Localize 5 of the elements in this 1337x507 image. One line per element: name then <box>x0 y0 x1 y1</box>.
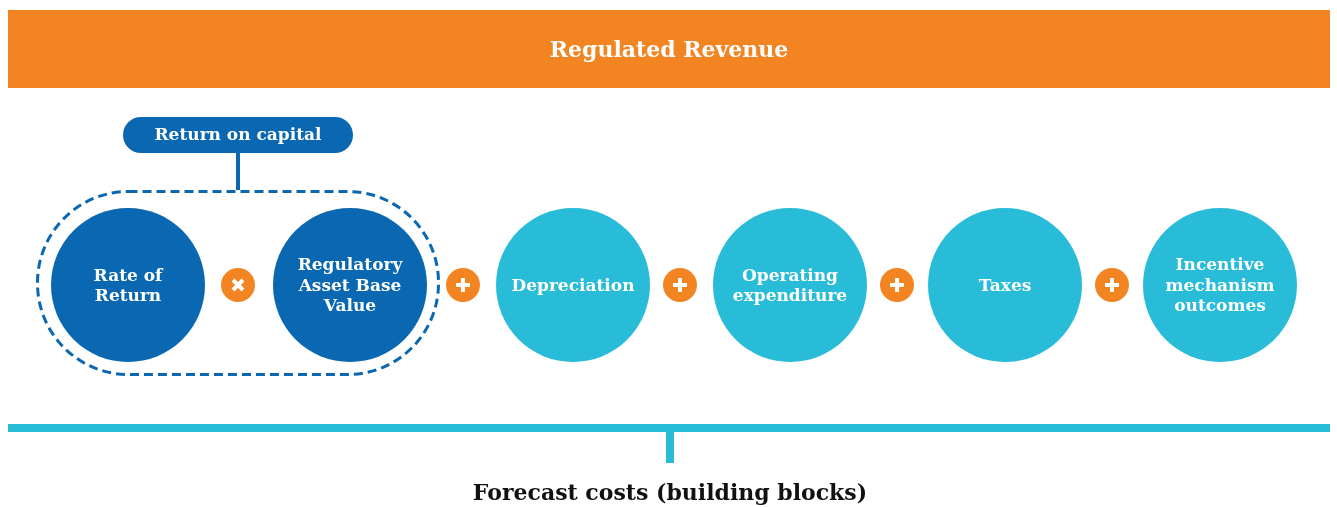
bracket-caption: Forecast costs (building blocks) <box>471 478 869 507</box>
group-label-pill: Return on capital <box>123 117 353 153</box>
header-band: Regulated Revenue <box>8 10 1330 88</box>
dashed-group-outline <box>36 190 440 376</box>
connector-line <box>236 153 240 190</box>
